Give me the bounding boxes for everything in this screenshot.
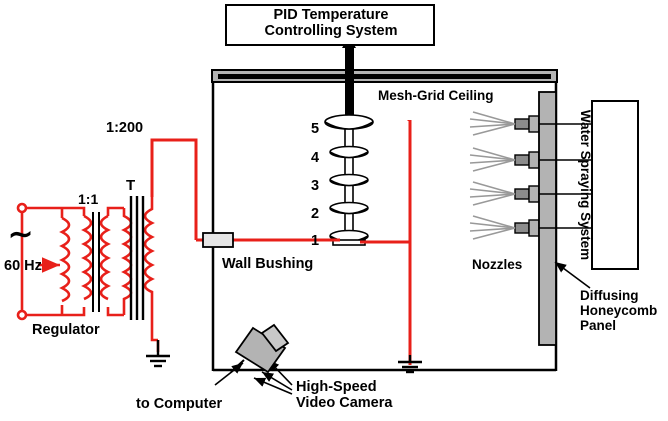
mesh-grid-ceiling-label: Mesh-Grid Ceiling: [378, 88, 494, 103]
shed-number-2: 2: [311, 206, 320, 222]
shed-number-1: 1: [311, 233, 320, 249]
frequency-label: 60 Hz: [4, 258, 42, 274]
label-leader-lines: [214, 261, 591, 395]
source-circuit-red: [20, 206, 160, 352]
test-chamber-outline: [211, 69, 558, 372]
hv-wiring-red: [150, 120, 412, 244]
regulator-label: Regulator: [32, 322, 100, 338]
wall-bushing-label: Wall Bushing: [222, 256, 314, 272]
transformer-1-1-secondary: [99, 214, 111, 301]
nozzles-label: Nozzles: [472, 257, 523, 272]
pid-system-box[interactable]: [225, 4, 435, 46]
transformer-1-1-primary: [81, 214, 93, 301]
wall-bushing-block: [202, 232, 234, 248]
water-spraying-system-label: Water Spraying System: [578, 109, 593, 261]
transformer-1-200-core: [129, 196, 145, 320]
water-system-connectors: [539, 123, 592, 229]
transformer-1-200-label: 1:200: [106, 120, 144, 136]
high-speed-video-camera: [230, 323, 290, 374]
ac-source-symbol: ∼: [8, 218, 34, 251]
shed-number-3: 3: [311, 178, 320, 194]
shed-number-5: 5: [311, 121, 320, 137]
ground-symbol-left: [146, 340, 170, 368]
transformer-1-1-core: [92, 212, 100, 312]
pid-system-label: PID Temperature Controlling System: [264, 7, 398, 40]
diffusing-honeycomb-panel: [538, 91, 557, 346]
to-computer-label: to Computer: [136, 396, 223, 412]
transformer-1-1-label: 1:1: [78, 191, 99, 207]
diffusing-panel-label: Diffusing Honeycomb Panel: [580, 288, 658, 334]
transformer-1-200-secondary: [143, 197, 155, 305]
transformer-T-label: T: [126, 177, 136, 194]
shed-number-4: 4: [311, 150, 320, 166]
ground-symbol-chamber: [398, 355, 422, 374]
water-spraying-system-box[interactable]: [591, 100, 639, 270]
video-camera-label: High-Speed Video Camera: [296, 379, 393, 412]
nozzle-assembly: [469, 111, 540, 240]
regulator-coil: [59, 216, 71, 303]
source-terminals: [16, 202, 28, 321]
transformer-1-200-primary: [121, 208, 133, 315]
insulator-stack: [324, 114, 374, 246]
hv-wiring-red-ground: [407, 120, 412, 365]
